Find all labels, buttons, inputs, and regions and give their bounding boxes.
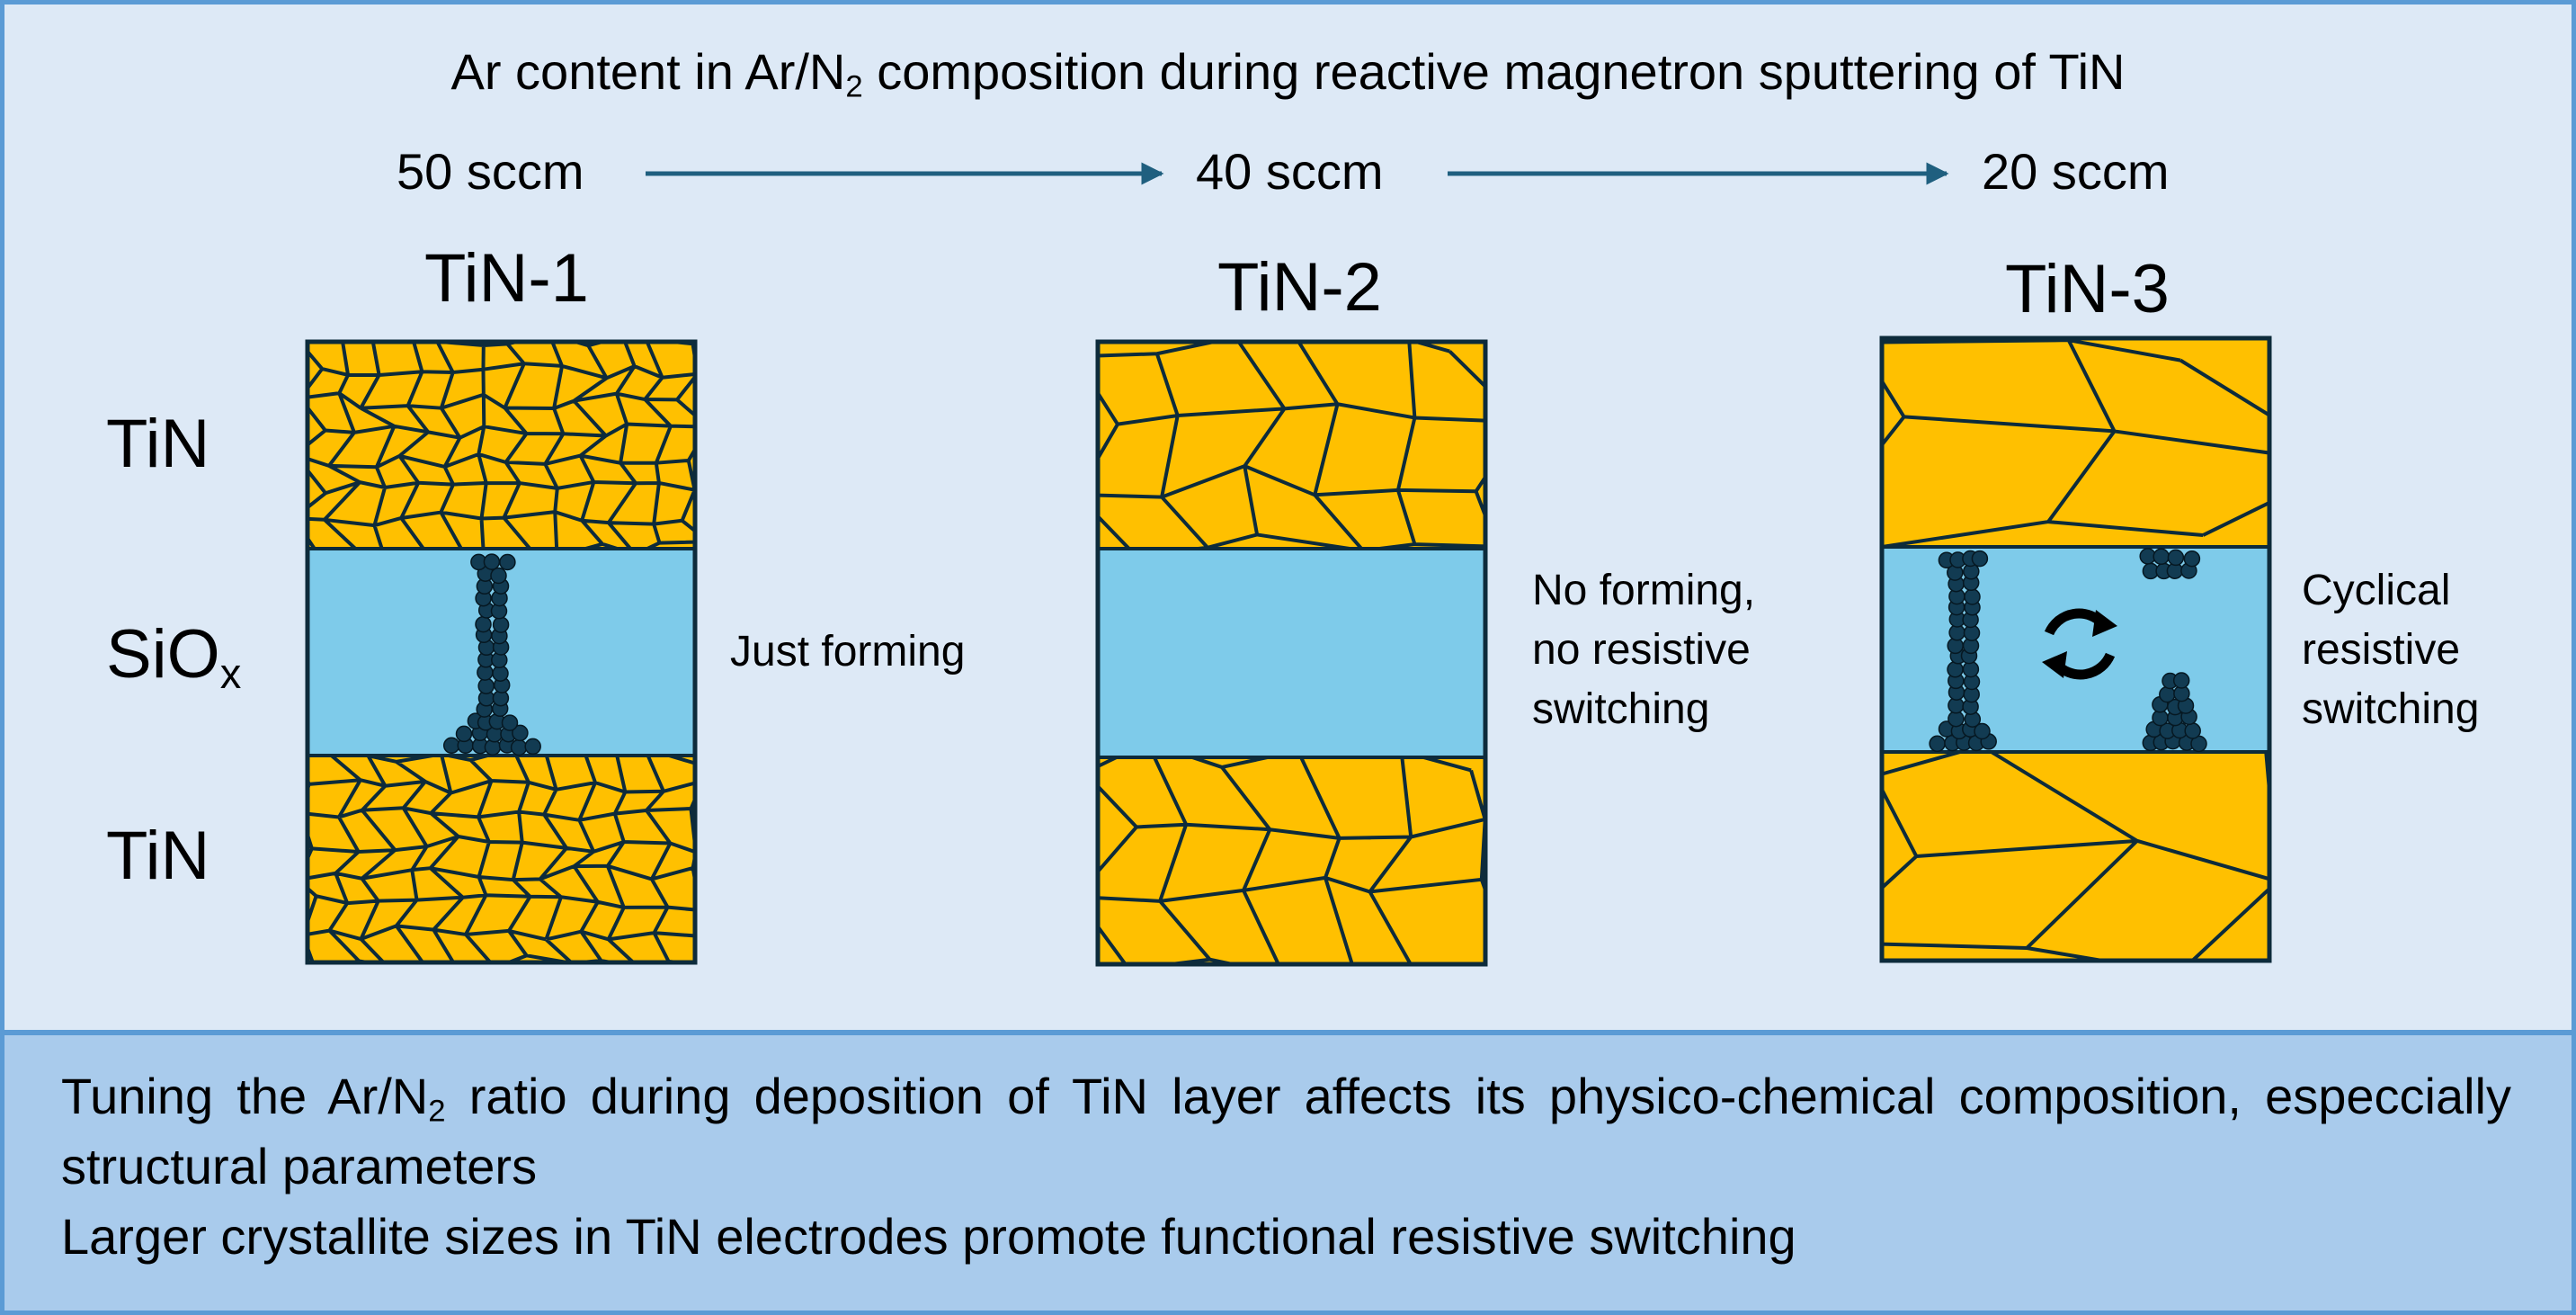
sample-1-top-grains	[308, 342, 695, 549]
grain-boundaries	[308, 756, 695, 962]
vacancy-dot	[442, 737, 460, 755]
layer-label-top: TiN	[106, 406, 210, 482]
vacancy-dot	[2184, 722, 2201, 739]
summary-text: Tuning the Ar/N2 ratio during deposition…	[61, 1061, 2511, 1272]
grain-boundaries	[1098, 342, 1485, 549]
vacancy-dot	[524, 738, 541, 756]
grain-boundaries	[1882, 752, 2269, 961]
vacancy-dot	[1974, 722, 1991, 740]
vacancy-dot	[2159, 685, 2176, 703]
vacancy-dot	[1964, 588, 1981, 605]
sample-1-bottom-electrode	[308, 756, 695, 962]
layer-label-oxide: SiOx	[106, 616, 242, 697]
vacancy-dot	[2183, 550, 2201, 568]
sample-3-top-electrode	[1882, 338, 2269, 547]
sample-2-bottom-electrode	[1098, 757, 1485, 964]
vacancy-dot	[490, 567, 507, 585]
sample-1-note: Just forming	[730, 628, 966, 675]
sample-3-bottom-electrode	[1882, 752, 2269, 961]
vacancy-dot	[512, 724, 529, 742]
vacancy-dot	[1947, 661, 1964, 678]
sample-2-label: TiN-2	[1217, 249, 1382, 326]
sample-3-label: TiN-3	[2005, 251, 2170, 327]
sample-3-note: Cyclical resistive switching	[2302, 567, 2480, 733]
sample-2-stack	[1095, 339, 1488, 967]
vacancy-dot	[2153, 548, 2170, 566]
sample-1-bottom-grains	[308, 756, 695, 962]
vacancy-dot	[483, 553, 501, 570]
sample-2-top-grains	[1098, 342, 1485, 549]
vacancy-dot	[2172, 672, 2190, 689]
sample-1-label: TiN-1	[424, 240, 589, 317]
cycle-arrows-icon	[2042, 608, 2117, 680]
flow-step-1: 50 sccm	[397, 143, 584, 200]
vacancy-dot	[475, 615, 492, 633]
vacancy-dot	[492, 616, 510, 633]
summary-line-2: Larger crystallite sizes in TiN electrod…	[61, 1208, 1796, 1265]
sample-3-filament-bottom-stub	[2142, 672, 2207, 753]
vacancy-dot	[510, 738, 528, 756]
sample-2-top-electrode	[1098, 342, 1485, 549]
sample-1-stack	[305, 339, 698, 965]
sample-3-filament-top-stub	[2139, 548, 2201, 580]
sample-3-filament-full	[1929, 550, 1997, 753]
flow-step-3: 20 sccm	[1982, 143, 2170, 200]
layer-label-bottom: TiN	[106, 818, 210, 894]
sample-2-note: No forming, no resistive switching	[1532, 567, 1756, 733]
sample-3-top-grains	[1882, 338, 2269, 547]
summary-line-1: Tuning the Ar/N2 ratio during deposition…	[61, 1068, 2511, 1194]
vacancy-dot	[1929, 735, 1946, 753]
vacancy-dot	[2167, 549, 2185, 567]
grain-boundaries	[1882, 338, 2269, 547]
vacancy-dot	[499, 553, 516, 571]
vacancy-dot	[455, 725, 473, 743]
sample-2-oxide-layer	[1098, 549, 1485, 757]
diagram-title: Ar content in Ar/N2 composition during r…	[450, 43, 2126, 104]
sample-3-bottom-grains	[1882, 752, 2269, 961]
flow-step-2: 40 sccm	[1196, 143, 1384, 200]
sample-3-oxide-layer	[1882, 547, 2269, 752]
vacancy-dot	[1971, 550, 1989, 568]
sample-1-filament	[442, 553, 541, 756]
summary-panel	[4, 1030, 2572, 1311]
vacancy-dot	[501, 714, 519, 731]
grain-boundaries	[308, 342, 695, 549]
sample-3-stack	[1879, 335, 2272, 963]
